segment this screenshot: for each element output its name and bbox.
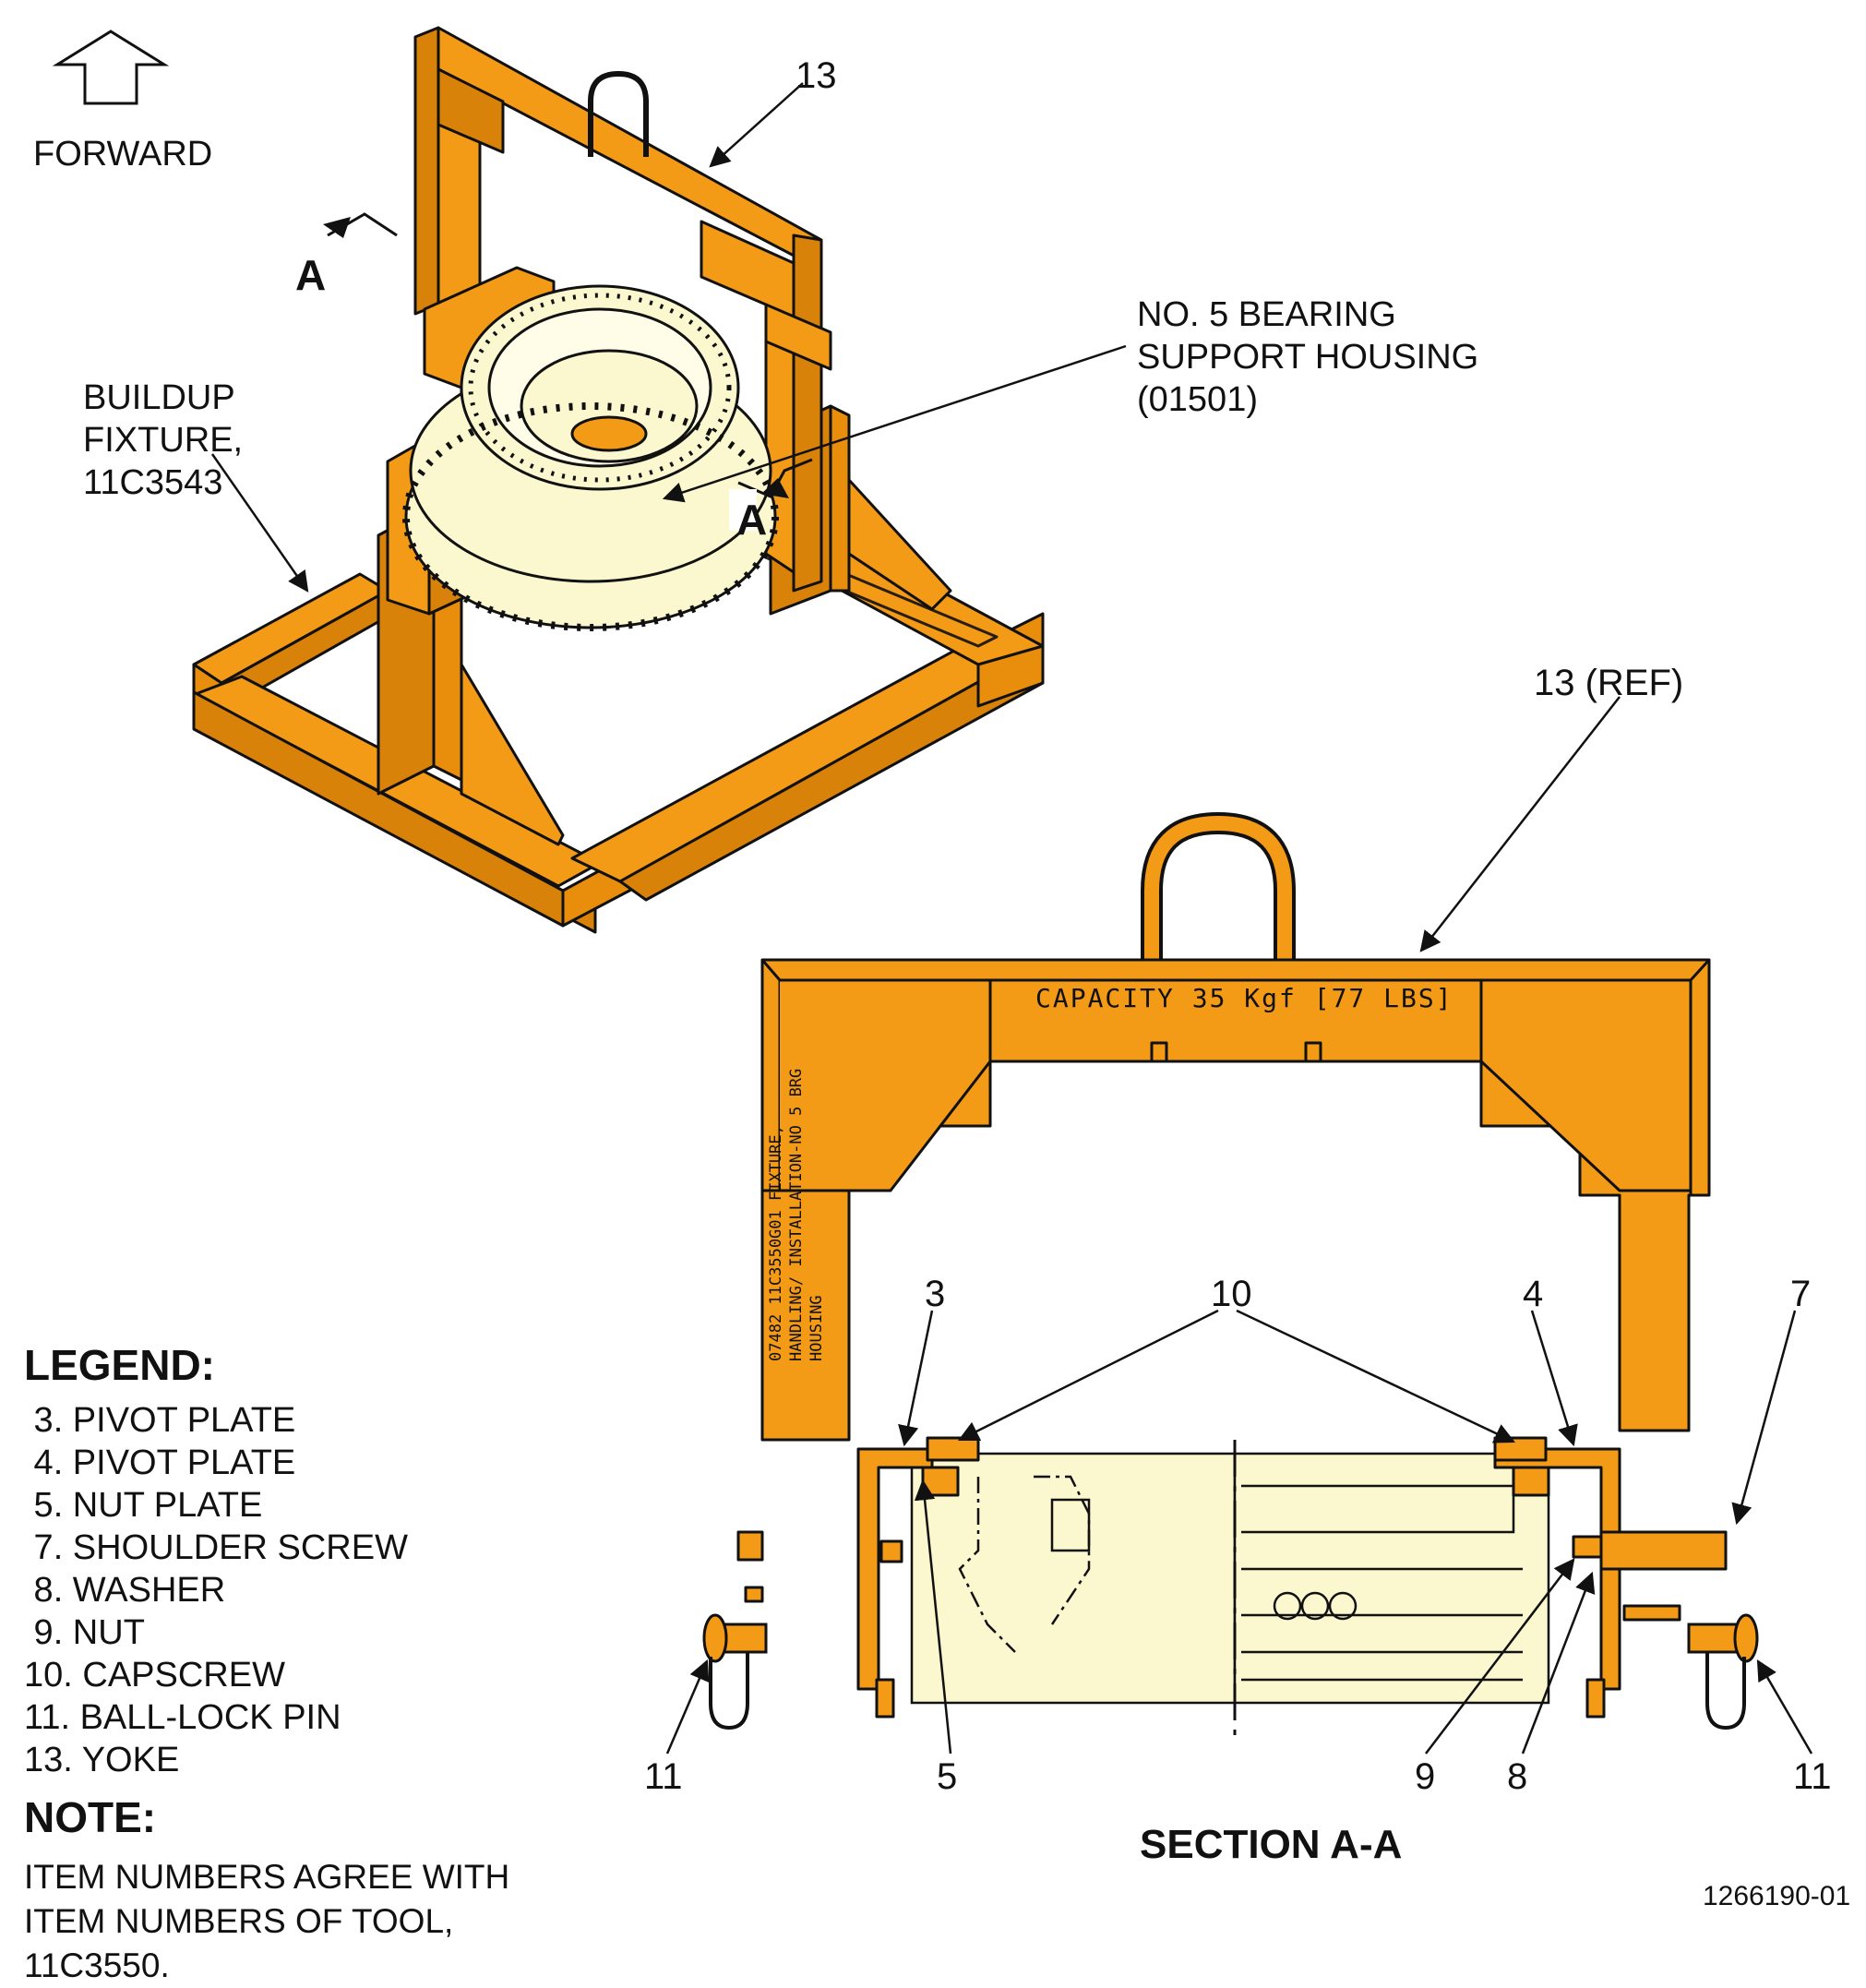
- callout-yoke-ref: 13 (REF): [1534, 663, 1684, 703]
- section-leaders: [665, 696, 1813, 1754]
- part-marking: 07482 11C3550G01 FIXTURE, HANDLING/ INST…: [767, 1068, 826, 1361]
- buildup-fixture-label: BUILDUP FIXTURE, 11C3543: [83, 378, 244, 502]
- callout-5: 5: [937, 1756, 958, 1797]
- callout-yoke: 13: [795, 55, 837, 96]
- yoke-section: [760, 812, 1711, 1442]
- technical-drawing: [52, 26, 1813, 1754]
- callout-4: 4: [1523, 1274, 1544, 1314]
- section-marker-top: [323, 212, 398, 238]
- callout-3: 3: [925, 1274, 946, 1314]
- forward-label: FORWARD: [33, 135, 213, 174]
- bearing-housing-iso: [402, 284, 779, 631]
- legend-item: 5. NUT PLATE: [24, 1486, 263, 1525]
- section-marker-bottom: [729, 458, 813, 531]
- legend-item: 11. BALL-LOCK PIN: [24, 1698, 341, 1737]
- note-title: NOTE:: [24, 1793, 157, 1841]
- ball-lock-pin-right-icon: [1687, 1613, 1759, 1731]
- legend-item: 7. SHOULDER SCREW: [24, 1528, 408, 1567]
- legend-title: LEGEND:: [24, 1341, 215, 1389]
- iso-leaders: [210, 82, 1127, 593]
- ball-lock-pin-left-icon: [702, 1613, 768, 1731]
- legend-item: 8. WASHER: [24, 1571, 226, 1610]
- callout-7: 7: [1790, 1274, 1812, 1314]
- brackets-section: [736, 1436, 1728, 1719]
- note-body: ITEM NUMBERS AGREE WITH ITEM NUMBERS OF …: [24, 1858, 510, 1984]
- section-marker-a-top: A: [295, 251, 327, 299]
- legend: LEGEND: 3. PIVOT PLATE 4. PIVOT PLATE 5.…: [24, 1340, 408, 1781]
- callout-9: 9: [1415, 1756, 1436, 1797]
- callout-10: 10: [1211, 1274, 1252, 1314]
- legend-item: 9. NUT: [24, 1613, 145, 1652]
- legend-item: 13. YOKE: [24, 1741, 180, 1779]
- section-marker-a-bottom: A: [736, 496, 768, 544]
- housing-section: [910, 1440, 1550, 1735]
- capacity-marking: CAPACITY 35 Kgf [77 LBS]: [1035, 983, 1453, 1013]
- callout-11-left: 11: [644, 1756, 683, 1797]
- bearing-housing-label: NO. 5 BEARING SUPPORT HOUSING (01501): [1137, 295, 1479, 419]
- figure-id: 1266190-01: [1703, 1881, 1851, 1911]
- note: NOTE: ITEM NUMBERS AGREE WITH ITEM NUMBE…: [24, 1792, 596, 1988]
- legend-item: 3. PIVOT PLATE: [24, 1401, 296, 1440]
- forward-arrow-icon: [52, 30, 170, 105]
- drawing-page: FORWARD A A 13 BUILDUP FIXTURE, 11C3543 …: [24, 26, 1851, 1984]
- legend-item: 10. CAPSCREW: [24, 1656, 285, 1695]
- callout-11-right: 11: [1793, 1756, 1832, 1797]
- legend-item: 4. PIVOT PLATE: [24, 1443, 296, 1482]
- section-title: SECTION A-A: [1140, 1822, 1403, 1867]
- callout-8: 8: [1507, 1756, 1528, 1797]
